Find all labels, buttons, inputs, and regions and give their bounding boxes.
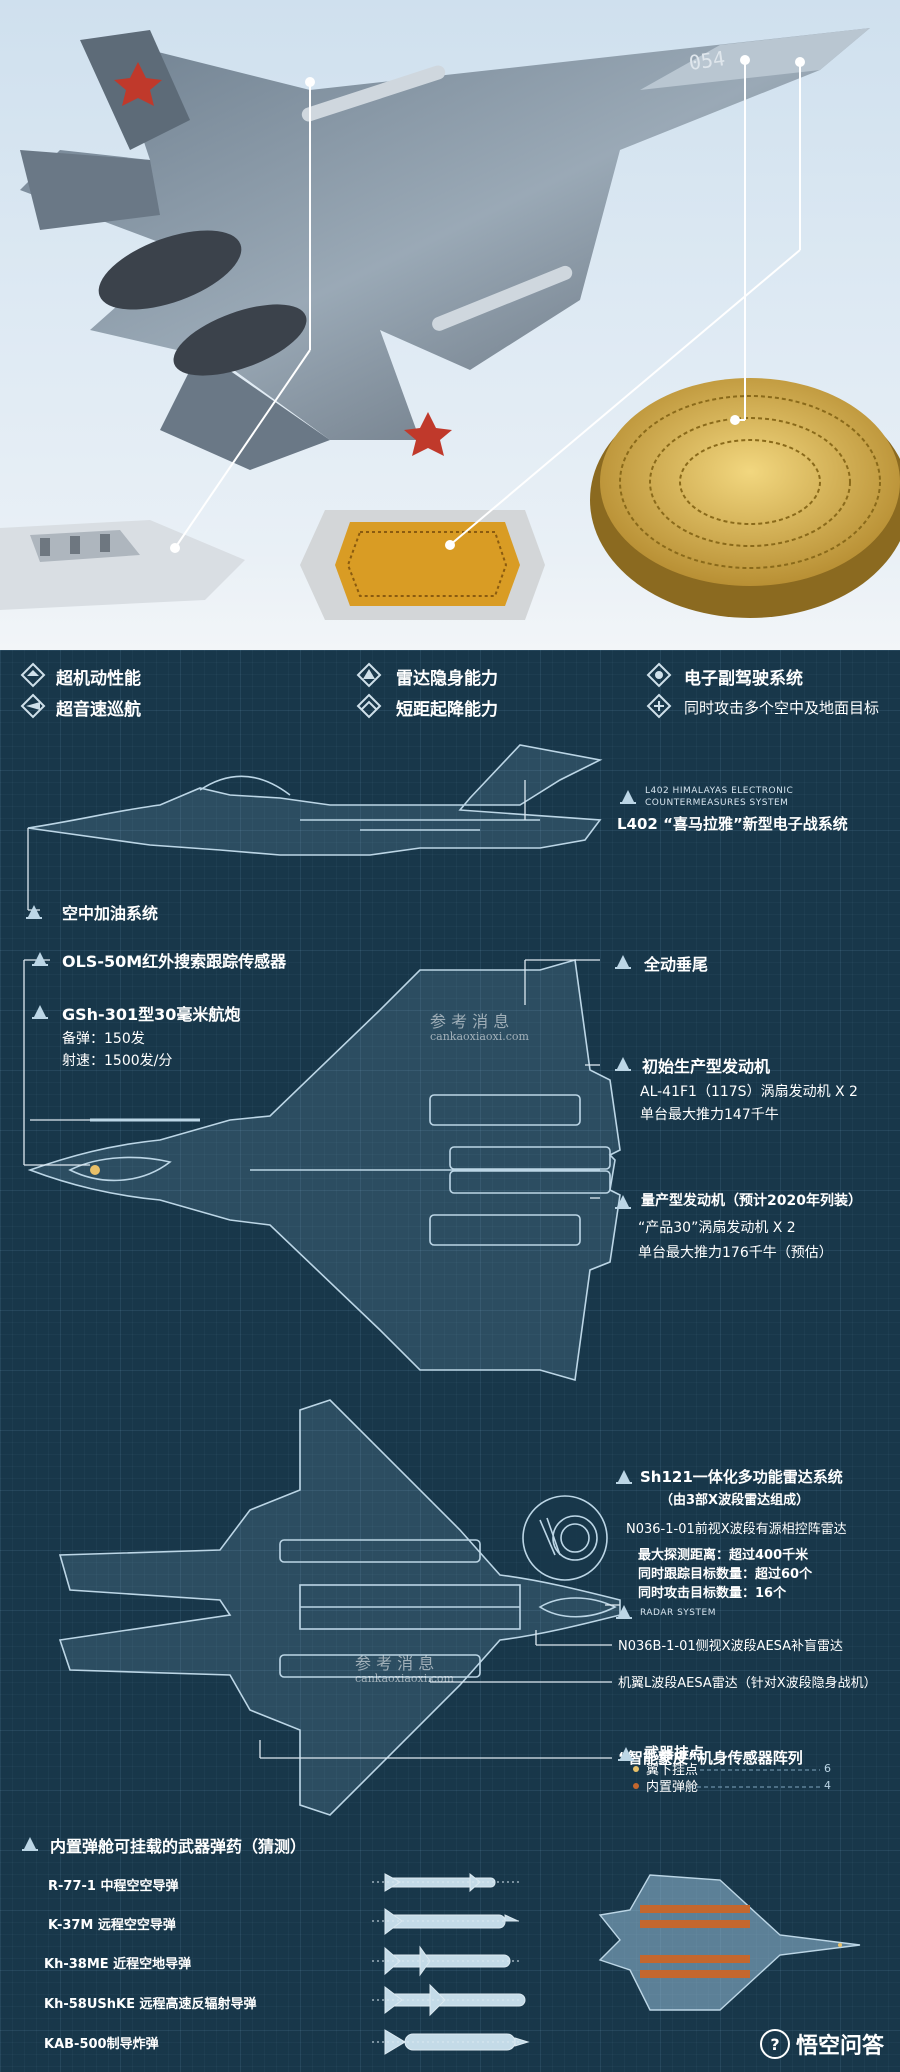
wukong-logo: ? 悟空问答 (759, 2028, 884, 2060)
smart-skin: “智能蒙皮”机身传感器阵列 (618, 1749, 803, 1767)
multi-target-icon (646, 693, 672, 719)
feature-label: 超机动性能 (56, 669, 141, 689)
grid-background (0, 650, 900, 2072)
hardpoint-dot (633, 1783, 639, 1789)
logo-mark: ? (759, 2029, 790, 2059)
marker-icon (615, 1057, 631, 1071)
k37m-silhouette (384, 1908, 519, 1936)
hp-under-wing: 翼下挂点 (646, 1763, 699, 1778)
feature-label: 电子副驾驶系统 (684, 669, 803, 689)
engine2-thrust: 单台最大推力176千牛（预估） (638, 1245, 833, 1261)
aircraft-number: 054 (687, 46, 726, 75)
marker-icon (616, 1605, 632, 1619)
logo-text: 悟空问答 (795, 2034, 884, 2059)
ew-system-label: L402 “喜马拉雅”新型电子战系统 (617, 815, 848, 833)
radar-range: 最大探测距离：超过400千米 (638, 1548, 809, 1563)
weapon-label: Kh-38ME 近程空地导弹 (44, 1957, 192, 1972)
radar-dish-photo (590, 378, 900, 618)
side-view-aircraft (27, 744, 603, 856)
schematic-drawings (23, 744, 861, 2055)
marker-icon (615, 1195, 631, 1209)
marker-icon (616, 1470, 632, 1484)
ew-panel-photo (0, 520, 245, 610)
marker-icon (22, 1837, 38, 1851)
gun-ammo: 备弹：150发 (62, 1031, 145, 1047)
hp-internal-count: 4 (824, 1779, 831, 1792)
radar-l-band: 机翼L波段AESA雷达（针对X波段隐身战机） (618, 1676, 877, 1691)
radar-subtitle: （由3部X波段雷达组成） (660, 1493, 810, 1508)
gun-rate: 射速：1500发/分 (62, 1053, 173, 1069)
engine1-model: AL-41F1（117S）涡扇发动机 X 2 (640, 1084, 858, 1100)
radar-en: RADAR SYSTEM (640, 1608, 716, 1618)
spec-panel: 超机动性能 超音速巡航 雷达隐身能力 短距起降能力 电子副驾驶系统 同时攻击多个… (0, 650, 900, 2072)
hardpoints-title: 武器挂点 (644, 1744, 705, 1762)
feature-label: 短距起降能力 (396, 700, 498, 720)
stol-icon (356, 693, 382, 719)
engine1-title: 初始生产型发动机 (642, 1057, 771, 1076)
hardpoint-dot (633, 1766, 639, 1772)
watermark-url: cankaoxiaoxi.com (355, 1672, 454, 1685)
marker-icon (620, 790, 636, 804)
photo-section: 054 (0, 0, 900, 650)
feature-label: 超音速巡航 (56, 700, 141, 720)
weapon-label: KAB-500制导炸弹 (44, 2037, 159, 2052)
radar-title: Sh121一体化多功能雷达系统 (640, 1468, 843, 1486)
watermark-cn: 参 考 消 息 (355, 1654, 435, 1673)
marker-icon (615, 955, 631, 969)
ew-en-line1: L402 HIMALAYAS ELECTRONIC (645, 786, 794, 796)
top-view-aircraft (27, 958, 621, 1382)
bottom-view-aircraft (58, 1399, 621, 1816)
weapon-silhouettes (372, 1872, 530, 2055)
feature-label: 同时攻击多个空中及地面目标 (684, 699, 880, 717)
ew-en-line2: COUNTERMEASURES SYSTEM (645, 798, 789, 808)
radar-front: N036-1-01前视X波段有源相控阵雷达 (626, 1522, 847, 1537)
engine2-model: “产品30”涡扇发动机 X 2 (638, 1220, 796, 1236)
aircraft-photo (20, 28, 870, 470)
photo-illustration: 054 (0, 28, 900, 620)
supercruise-icon (20, 693, 46, 719)
hp-under-wing-count: 6 (824, 1762, 831, 1775)
marker-icon (618, 1747, 634, 1761)
ols-label: OLS-50M红外搜索跟踪传感器 (62, 952, 287, 971)
stealth-icon (356, 662, 382, 688)
radar-attack: 同时攻击目标数量：16个 (638, 1586, 787, 1601)
weapon-label: K-37M 远程空空导弹 (48, 1918, 176, 1933)
watermark-cn: 参 考 消 息 (430, 1012, 510, 1031)
copilot-icon (646, 662, 672, 688)
tail-label: 全动垂尾 (644, 955, 709, 974)
hardpoint-aircraft (598, 1874, 861, 2011)
radar-track: 同时跟踪目标数量：超过60个 (638, 1567, 813, 1582)
hp-internal: 内置弹舱 (646, 1780, 699, 1795)
radar-side: N036B-1-01侧视X波段AESA补盲雷达 (618, 1639, 844, 1654)
gun-title: GSh-301型30毫米航炮 (62, 1005, 241, 1024)
weapons-title: 内置弹舱可挂载的武器弹药（猜测） (50, 1837, 307, 1856)
marker-icon (32, 952, 48, 966)
feature-label: 雷达隐身能力 (396, 669, 498, 689)
weapon-label: R-77-1 中程空空导弹 (48, 1879, 179, 1894)
kab500-silhouette (384, 2029, 530, 2055)
refuel-label: 空中加油系统 (62, 904, 159, 923)
engine1-thrust: 单台最大推力147千牛 (640, 1107, 779, 1123)
photo-leader-lines (170, 55, 805, 553)
maneuver-icon (20, 662, 46, 688)
engine2-title: 量产型发动机（预计2020年列装） (641, 1193, 862, 1209)
watermark-url: cankaoxiaoxi.com (430, 1030, 529, 1043)
weapon-label: Kh-58UShKE 远程高速反辐射导弹 (44, 1997, 257, 2012)
radar-panel-photo (300, 510, 545, 620)
marker-icon (32, 1005, 48, 1019)
marker-icon (26, 905, 42, 919)
